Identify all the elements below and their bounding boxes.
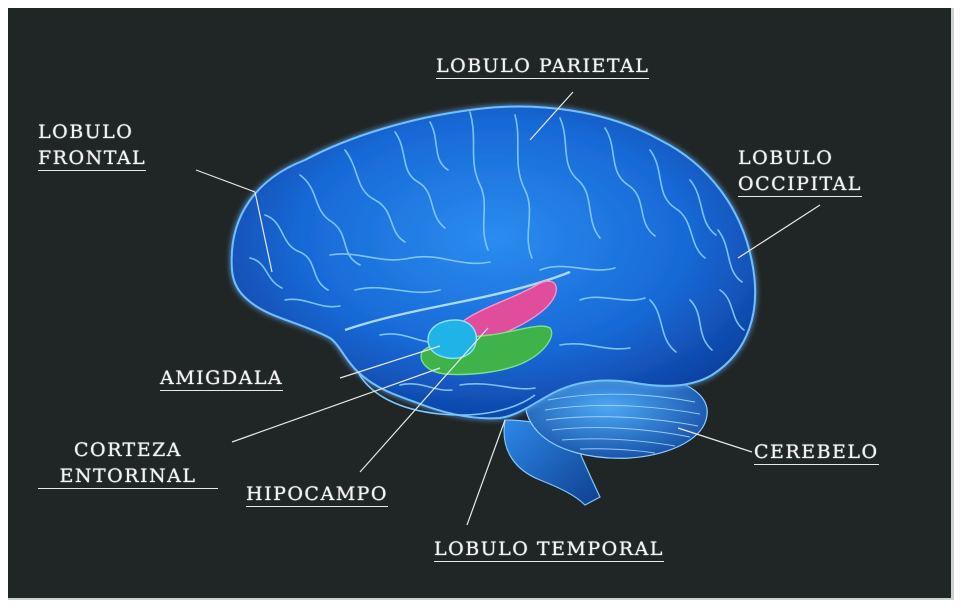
amygdala-shape <box>428 320 476 358</box>
label-cerebelo: CEREBELO <box>754 440 879 465</box>
label-lobulo-temporal: LOBULO TEMPORAL <box>434 537 664 562</box>
label-amigdala: AMIGDALA <box>160 366 283 391</box>
label-lobulo-parietal: LOBULO PARIETAL <box>436 54 649 79</box>
label-lobulo-occipital: LOBULO OCCIPITAL <box>738 144 862 197</box>
label-corteza-entorinal: CORTEZA ENTORINAL <box>38 436 218 489</box>
label-hipocampo: HIPOCAMPO <box>246 482 388 507</box>
label-lobulo-frontal: LOBULO FRONTAL <box>38 118 146 171</box>
